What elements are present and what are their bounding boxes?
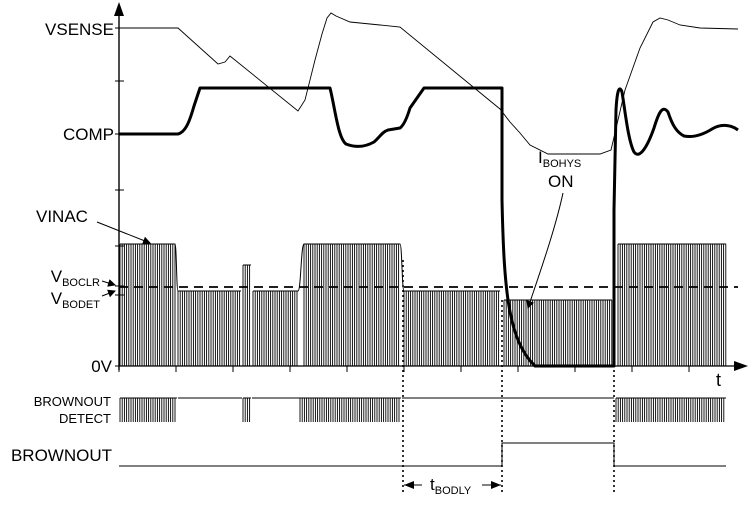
- brownout-detect-label-line2: DETECT: [59, 411, 111, 426]
- tbodly-right-arrow-icon: [491, 481, 501, 489]
- vsense-label: VSENSE: [45, 20, 114, 39]
- vinac-transition: [399, 243, 405, 292]
- vboclr-label: VBOCLR: [51, 267, 100, 289]
- vinac-transition: [297, 243, 305, 292]
- vbodet-leader-line: [101, 289, 116, 298]
- ibohys-state-label: ON: [548, 172, 574, 191]
- ibohys-label-sub: BOHYS: [543, 158, 582, 170]
- comp-label: COMP: [63, 125, 114, 144]
- tbodly-label-main: t: [430, 475, 435, 494]
- vboclr-label-sub: BOCLR: [62, 277, 100, 289]
- tbodly-left-arrow-icon: [404, 481, 414, 489]
- x-axis-arrow-icon: [734, 361, 748, 371]
- vbodet-label: VBODET: [51, 289, 101, 311]
- vbodet-label-main: V: [51, 289, 63, 308]
- time-axis-label: t: [716, 370, 721, 390]
- ibohys-label: IBOHYS: [538, 148, 581, 170]
- vbodet-label-sub: BODET: [62, 299, 100, 311]
- vinac-waveform: [119, 243, 727, 366]
- vinac-label: VINAC: [36, 207, 88, 226]
- zero-volt-label: 0V: [91, 357, 112, 376]
- brownout-detect-label-line1: BROWNOUT: [34, 394, 111, 409]
- brownout-detect-waveform: [119, 397, 726, 422]
- ibohys-leader-line: [526, 192, 564, 309]
- vboclr-leader-line: [101, 279, 116, 287]
- vboclr-label-main: V: [51, 267, 63, 286]
- tbodly-label-sub: BODLY: [435, 485, 472, 497]
- vinac-leader-line: [96, 221, 151, 245]
- vinac-transition: [174, 243, 179, 292]
- brownout-label: BROWNOUT: [11, 446, 112, 465]
- brownout-waveform: [119, 442, 726, 467]
- vsense-waveform: [119, 12, 739, 155]
- ibohys-label-main: I: [538, 148, 543, 167]
- tbodly-label: tBODLY: [430, 475, 472, 497]
- y-axis-arrow-icon: [114, 2, 124, 16]
